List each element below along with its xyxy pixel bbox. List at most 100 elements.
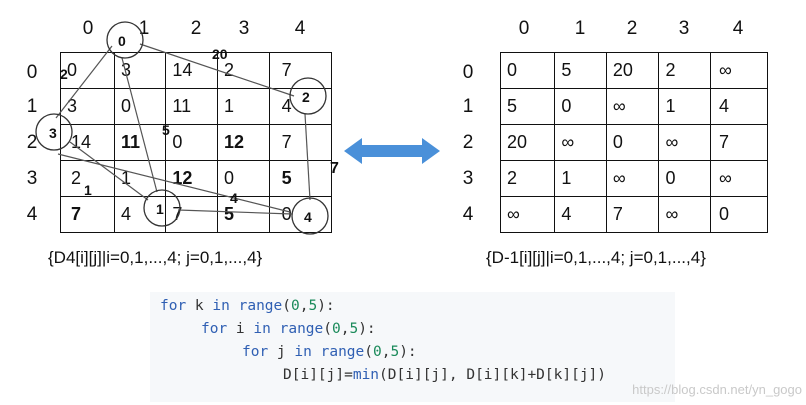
left-cell: 2 [217,52,270,89]
node-label: 3 [49,125,57,141]
code-number: 5 [349,321,359,337]
code-keyword: in [294,344,312,360]
left-cell: 12 [165,160,218,197]
right-caption: {D-1[i][j]|i=0,1,...,4; j=0,1,...,4} [486,248,706,267]
right-cell: 5 [554,52,607,89]
code-punct: ( [323,321,332,337]
code-keyword: for [242,344,269,360]
code-keyword: for [160,298,187,314]
graph-edge [139,43,295,97]
right-cell: ∞ [499,196,556,233]
left-cell: 7 [268,124,333,161]
graph-node [143,189,181,227]
watermark: https://blog.csdn.net/yn_gogo [632,382,802,397]
left-cell: 7 [60,196,115,233]
code-space [230,298,239,314]
right-cell: ∞ [710,160,768,197]
graph-node [106,21,144,59]
edge-label: 4 [230,190,238,206]
right-col-header: 1 [574,18,586,39]
right-cell: 0 [605,124,660,161]
right-row-header: 1 [462,96,474,117]
code-punct: ( [364,344,373,360]
right-cell: 1 [554,160,607,197]
code-punct: ): [317,298,335,314]
code-function: range [320,344,365,360]
code-text: D[i][j]= [283,367,353,383]
left-cell: 4 [268,88,333,125]
edge-label: 5 [162,122,170,138]
left-col-header: 2 [190,18,202,39]
right-row-header: 0 [462,62,474,83]
left-row-header: 2 [26,132,38,153]
left-cell: 7 [268,52,333,89]
right-row-header: 2 [462,132,474,153]
right-cell: 0 [710,196,768,233]
right-cell: 1 [658,88,711,125]
code-punct: ( [282,298,291,314]
code-function: range [279,321,324,337]
code-keyword: in [212,298,230,314]
left-col-header: 0 [82,18,94,39]
code-number: 5 [390,344,400,360]
code-keyword: in [253,321,271,337]
graph-edge [69,141,149,201]
right-cell: 20 [605,52,660,89]
code-line: for j in range(0,5): [242,344,417,360]
right-col-header: 2 [626,18,638,39]
graph-node [289,77,327,115]
right-cell: 7 [710,124,768,161]
code-var: k [186,298,213,314]
left-cell: 7 [165,196,218,233]
right-cell: ∞ [658,124,711,161]
right-cell: 0 [554,88,607,125]
code-line: D[i][j]=min(D[i][j], D[i][k]+D[k][j]) [283,367,606,383]
node-label: 0 [118,33,126,49]
code-punct: , [299,298,309,314]
left-row-header: 4 [26,204,38,225]
code-punct: ): [358,321,376,337]
right-matrix: 0 5 20 2 ∞ 5 0 ∞ 1 4 20 ∞ 0 ∞ 7 2 1 ∞ 0 … [499,52,768,233]
edge-label: 2 [60,66,68,82]
left-caption: {D4[i][j]|i=0,1,...,4; j=0,1,...,4} [48,248,263,267]
right-cell: ∞ [710,52,768,89]
code-punct: , [381,344,391,360]
graph-node [35,113,73,151]
code-punct: ): [399,344,417,360]
edge-label: 7 [330,160,339,177]
left-col-header: 1 [138,18,150,39]
right-cell: 5 [499,88,556,125]
right-cell: 4 [554,196,607,233]
right-cell: ∞ [658,196,711,233]
right-cell: 0 [499,52,556,89]
code-space [312,344,321,360]
code-text: (D[i][j], D[i][k]+D[k][j]) [379,367,607,383]
code-line: for i in range(0,5): [201,321,376,337]
right-cell: ∞ [605,88,660,125]
code-number: 5 [308,298,318,314]
graph-edge [55,45,113,119]
code-var: j [268,344,295,360]
left-col-header: 4 [294,18,306,39]
right-cell: 20 [499,124,556,161]
right-cell: 7 [605,196,660,233]
code-number: 0 [332,321,341,337]
code-number: 0 [291,298,300,314]
code-keyword: for [201,321,228,337]
left-row-header: 1 [26,96,38,117]
node-label: 4 [304,209,312,225]
right-cell: 4 [710,88,768,125]
node-label: 2 [302,89,310,105]
code-space [271,321,280,337]
graph-edge [177,209,293,215]
code-function: range [238,298,283,314]
code-line: for k in range(0,5): [160,298,335,314]
left-cell: 4 [113,196,167,233]
edge-label: 20 [212,46,228,62]
left-col-header: 3 [238,18,250,39]
graph-edge [304,113,311,201]
node-label: 1 [156,201,164,217]
graph-edge [57,153,291,213]
code-number: 0 [373,344,382,360]
